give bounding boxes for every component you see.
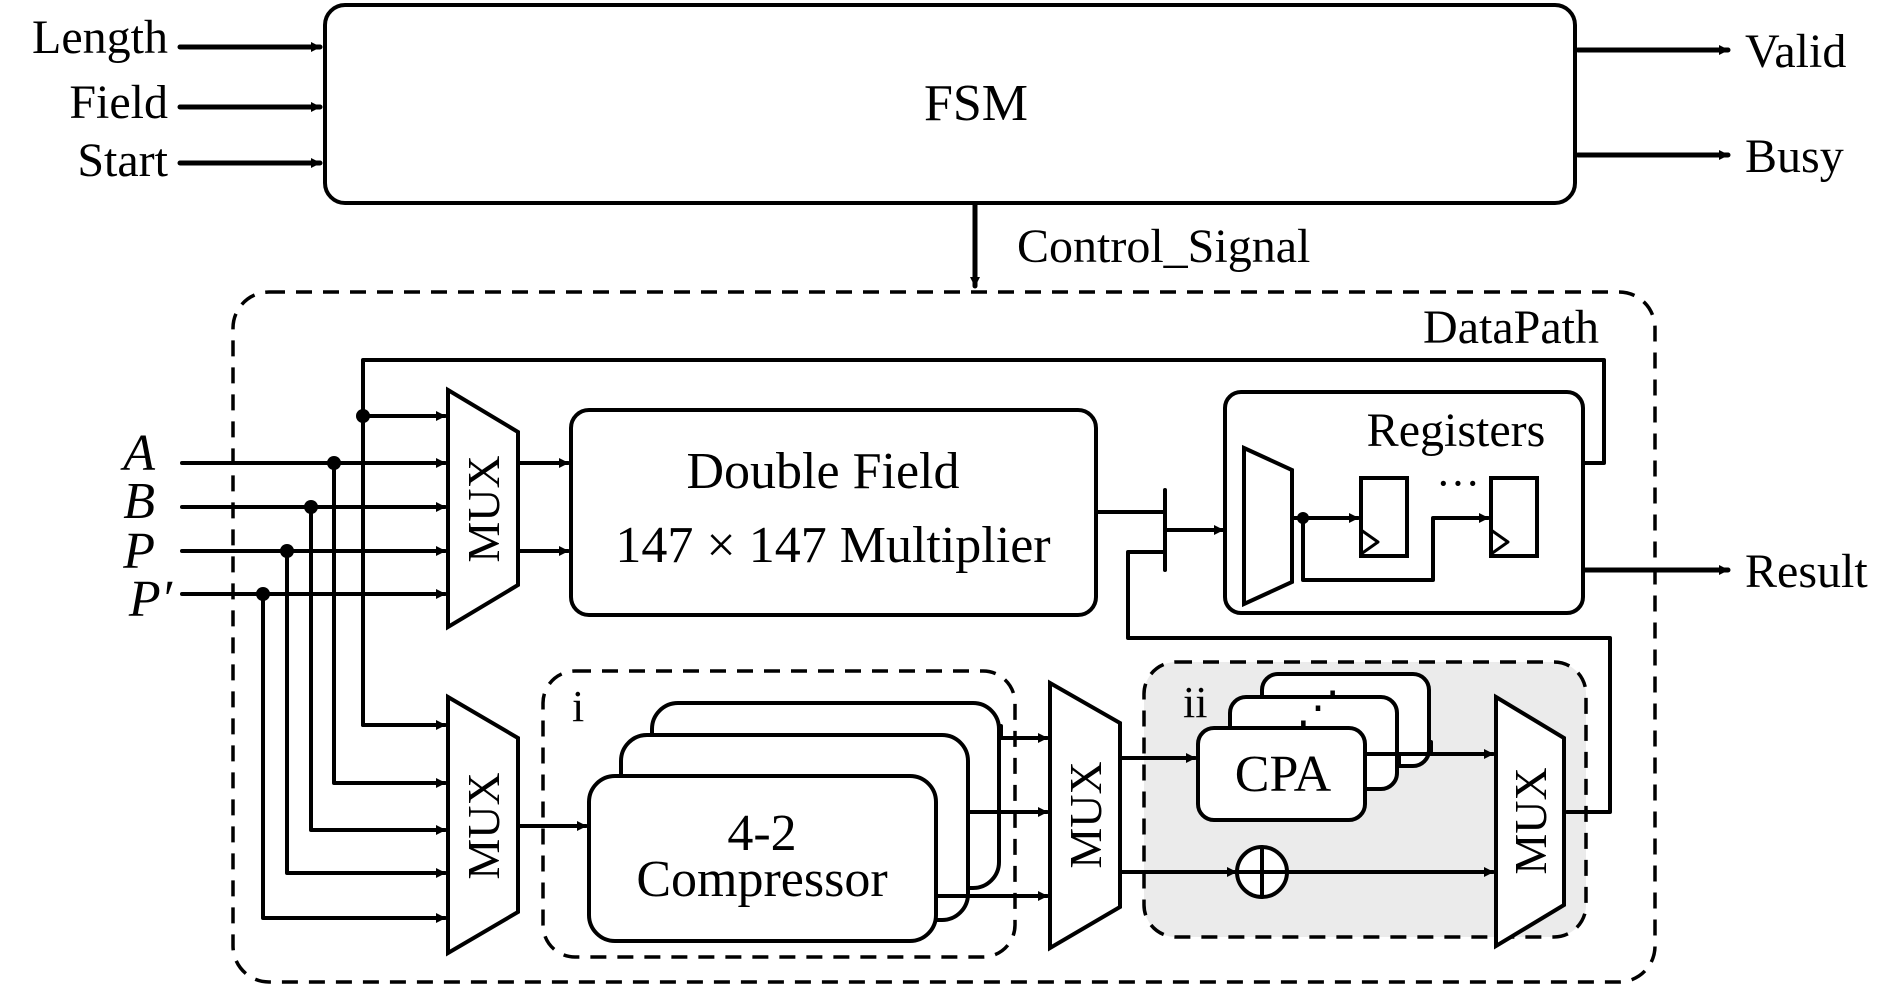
multiplier-line-1: Double Field [687, 443, 960, 500]
bottom-mux [446, 693, 520, 957]
top-mux-label: MUX [458, 455, 509, 562]
compressor-group-tag: i [572, 682, 584, 731]
input-length-label: Length [32, 11, 168, 64]
fsm-label: FSM [924, 75, 1028, 132]
adder-group-tag: ii [1183, 678, 1207, 727]
tap-p-junction [280, 544, 294, 558]
compressor-block [587, 774, 938, 943]
output-mux-label: MUX [1505, 767, 1556, 874]
operand-a-label: A [120, 425, 155, 482]
cpa-stack-dots: ⋰ [1296, 683, 1340, 732]
operand-p-label: P [122, 523, 155, 580]
tap-a-wire [332, 461, 447, 788]
tap-b-junction [304, 500, 318, 514]
input-start-label: Start [77, 134, 168, 187]
datapath-boundary [231, 290, 1657, 984]
multiplier-line-2: 147 × 147 Multiplier [615, 517, 1050, 574]
tap-b-wire [309, 505, 447, 835]
register-feedback-wire [361, 358, 1606, 727]
middle-mux-label: MUX [1060, 761, 1111, 868]
operand-b-label: B [123, 473, 155, 530]
top-mux [446, 386, 520, 631]
reg-loop-wire [1301, 516, 1411, 582]
datapath-label: DataPath [1423, 301, 1599, 354]
multiplier-block [569, 408, 1098, 617]
compressor-line-2: Compressor [636, 851, 887, 908]
flip-flop-n [1489, 476, 1539, 558]
operand-p-prime-label: P′ [128, 571, 174, 628]
tap-p-prime-wire [261, 592, 447, 923]
registers-ellipsis: ··· [1436, 459, 1480, 508]
tap-a-junction [327, 456, 341, 470]
fsm-block [323, 3, 1577, 205]
register-input-mux [1242, 444, 1294, 608]
result-label: Result [1745, 545, 1868, 598]
output-mux [1494, 693, 1566, 950]
registers-label: Registers [1367, 404, 1546, 457]
cpa-label: CPA [1235, 746, 1332, 803]
tap-p-wire [285, 549, 447, 878]
flip-flop-1-clock [1359, 528, 1380, 556]
flip-flop-n-clock [1489, 528, 1510, 556]
tap-p-prime-junction [256, 587, 270, 601]
middle-mux [1048, 679, 1122, 952]
bottom-mux-label: MUX [458, 772, 509, 879]
xor-cross [1235, 845, 1289, 899]
cpa-block [1196, 726, 1367, 822]
output-valid-label: Valid [1745, 25, 1846, 78]
control-signal-label: Control_Signal [1017, 220, 1310, 273]
ff1-to-ff2-wire [1407, 513, 1490, 582]
compressor-line-1: 4-2 [727, 805, 796, 862]
input-field-label: Field [69, 76, 168, 129]
flip-flop-1 [1359, 476, 1409, 558]
output-busy-label: Busy [1745, 130, 1844, 183]
feedback-junction [356, 409, 370, 423]
cpa-stack-out-stub [1397, 740, 1433, 766]
adder-feedback-wire [1126, 550, 1612, 814]
